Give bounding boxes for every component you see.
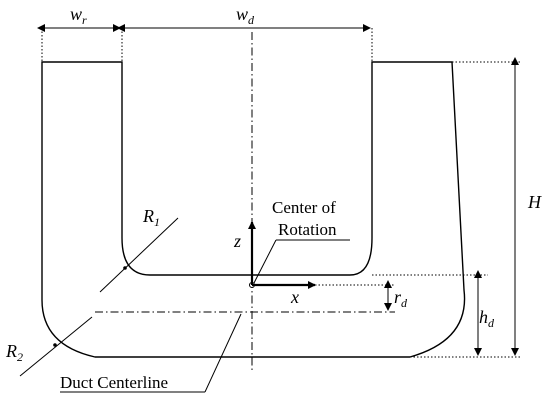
R1-leader-dot [123, 266, 127, 270]
R2-leader-line [19, 316, 93, 377]
center-of-rotation-label-line2: Rotation [278, 220, 337, 239]
tank-outer-outline [41, 61, 466, 358]
z-axis-label: z [233, 231, 241, 251]
R2-label: R2 [5, 341, 23, 364]
duct-centerline-label: Duct Centerline [60, 373, 168, 392]
center-of-rotation-leader [253, 239, 277, 284]
hd-label: hd [479, 307, 495, 330]
R1-leader-line [99, 217, 179, 293]
wr-label: wr [70, 4, 87, 27]
duct-centerline-leader [204, 313, 242, 393]
R2-leader-dot [53, 343, 57, 347]
H-label: H [527, 192, 542, 212]
R1-label: R1 [142, 206, 160, 229]
wd-label: wd [236, 4, 255, 27]
center-of-rotation-label-line1: Center of [272, 198, 336, 217]
rd-label: rd [394, 287, 408, 310]
x-axis-label: x [290, 287, 299, 307]
